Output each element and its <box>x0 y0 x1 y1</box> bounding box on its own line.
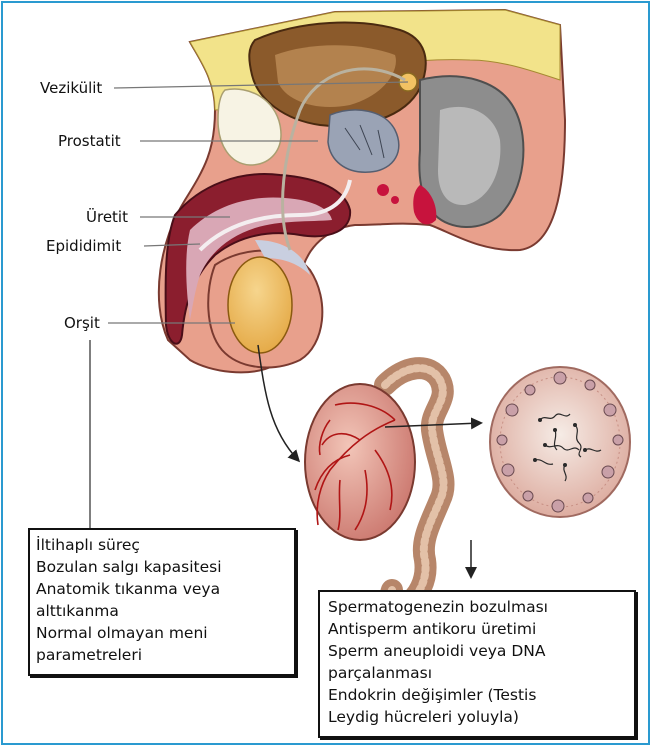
box-line: Sperm aneuploidi veya DNA <box>328 640 626 662</box>
pelvic-anatomy <box>159 10 565 372</box>
box-line: Anatomik tıkanma veya <box>36 578 288 600</box>
box-line: parçalanması <box>328 662 626 684</box>
testis-magnified <box>305 384 415 540</box>
box-line: Antisperm antikoru üretimi <box>328 618 626 640</box>
box-line: parametreleri <box>36 644 288 666</box>
label-epididimit: Epididimit <box>46 237 121 255</box>
orchitis-effects-box: Spermatogenezin bozulması Antisperm anti… <box>318 590 636 738</box>
box-line: Endokrin değişimler (Testis <box>328 684 626 706</box>
box-line: alttıkanma <box>36 600 288 622</box>
label-prostatit: Prostatit <box>58 132 121 150</box>
label-orsit: Orşit <box>64 314 100 332</box>
label-uretit: Üretit <box>86 208 128 226</box>
label-vezikulit: Vezikülit <box>40 79 102 97</box>
box-line: Leydig hücreleri yoluyla) <box>328 706 626 728</box>
inflammation-effects-box: İltihaplı süreç Bozulan salgı kapasitesi… <box>28 528 296 676</box>
box-line: Bozulan salgı kapasitesi <box>36 556 288 578</box>
testis <box>228 257 292 353</box>
box-line: Spermatogenezin bozulması <box>328 596 626 618</box>
magnified-testis <box>305 368 480 606</box>
seminiferous-tubule <box>490 367 630 517</box>
box-line: Normal olmayan meni <box>36 622 288 644</box>
box-line: İltihaplı süreç <box>36 534 288 556</box>
